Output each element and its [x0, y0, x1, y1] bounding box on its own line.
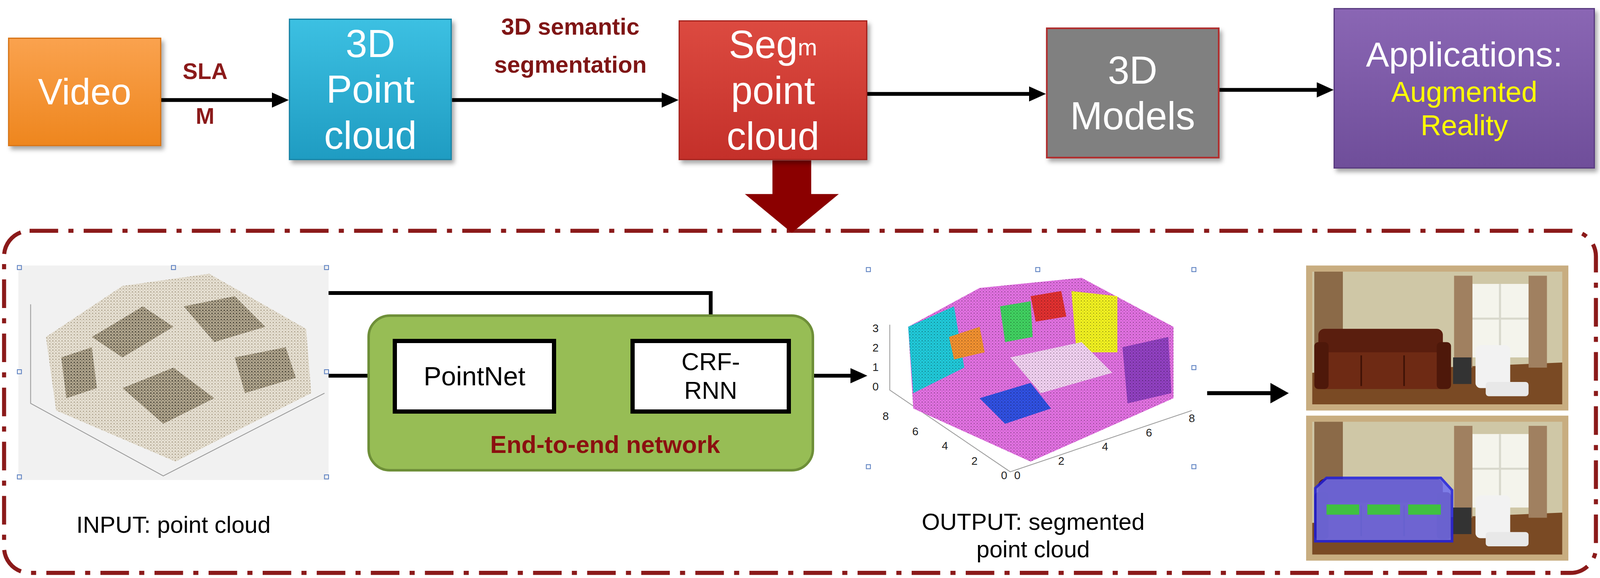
tick-label-box: 8	[1181, 411, 1202, 426]
process-box: 3D Point cloud	[288, 18, 453, 161]
edge-label-box: SLA M	[171, 48, 239, 139]
tick-label-box: 0	[1007, 468, 1028, 483]
tick-label-box: 3	[865, 321, 886, 336]
process-box: Segm point cloud	[678, 20, 868, 161]
down-arrow	[744, 160, 839, 233]
network-group: End-to-end network PointNet CRF- RNN	[367, 314, 815, 472]
node-text: Video	[38, 70, 132, 114]
axis-tick: 4	[934, 438, 955, 454]
node-text: End-to-end network	[490, 429, 720, 459]
input-point-cloud	[17, 265, 329, 480]
point-cloud-figure: OUTPUT: segmented point cloud	[867, 267, 1199, 566]
axis-tick: 8	[875, 409, 896, 424]
axis-tick: 2	[1051, 453, 1072, 469]
axis-tick: 2	[964, 453, 985, 469]
tick-label-box: 2	[964, 453, 985, 469]
node-text: point cloud	[689, 67, 856, 160]
tick-label-box: 0	[994, 468, 1015, 483]
edge-label-box: 3D semantic segmentation	[463, 8, 678, 84]
axis-tick: 4	[1094, 439, 1116, 454]
process-box: Video	[8, 37, 161, 146]
arrow-connector	[867, 92, 1031, 96]
process-box: PointNet	[392, 338, 557, 413]
process-box: Applications:Augmented Reality	[1333, 8, 1595, 169]
tick-label-box: 4	[1094, 439, 1116, 454]
axis-tick: 8	[1181, 411, 1202, 426]
room-photo-annotated	[1306, 415, 1569, 561]
node-text: Seg	[728, 22, 798, 66]
dash-dot-frame	[4, 230, 1597, 573]
axis-tick: 1	[865, 360, 886, 375]
tick-label-box: 6	[1138, 425, 1160, 441]
result-arrow	[1207, 382, 1289, 403]
node-text: m	[797, 34, 818, 61]
point-cloud-figure: INPUT: point cloud	[18, 265, 329, 562]
tick-label-box: 6	[904, 424, 926, 439]
node-text: INPUT: point cloud	[76, 510, 271, 539]
axis-tick: 0	[1007, 468, 1028, 483]
node-text: Augmented Reality	[1367, 75, 1562, 143]
node-text: PointNet	[423, 360, 526, 392]
axis-tick: 0	[865, 379, 886, 394]
tick-label-box: 0	[865, 379, 886, 394]
axis-tick: 3	[865, 321, 886, 336]
node-text: CRF- RNN	[669, 347, 752, 405]
segmented-point-cloud	[866, 267, 1197, 482]
axis-tick: 6	[904, 424, 926, 439]
room-photo	[1306, 265, 1569, 411]
tick-label-box: 4	[934, 438, 955, 454]
arrow-connector	[161, 97, 274, 102]
edge-label: 3D semantic segmentation	[463, 8, 678, 84]
axis-tick: 0	[994, 468, 1015, 483]
node-text: Applications:	[1366, 34, 1563, 76]
axis-tick: 2	[865, 340, 886, 356]
arrow-connector	[451, 97, 663, 102]
tick-label-box: 1	[865, 360, 886, 375]
node-text: OUTPUT: segmented point cloud	[905, 507, 1161, 564]
axis-tick: 6	[1138, 425, 1160, 441]
tick-label-box: 2	[1051, 453, 1072, 469]
tick-label-box: 2	[865, 340, 886, 356]
process-box: CRF- RNN	[630, 338, 791, 413]
edge-label: SLA M	[171, 48, 239, 139]
tick-label-box: 8	[875, 409, 896, 424]
node-text: 3D Point cloud	[302, 20, 439, 158]
node-text: 3D Models	[1055, 47, 1210, 139]
process-box: 3D Models	[1045, 27, 1220, 158]
arrow-connector	[1219, 87, 1319, 92]
